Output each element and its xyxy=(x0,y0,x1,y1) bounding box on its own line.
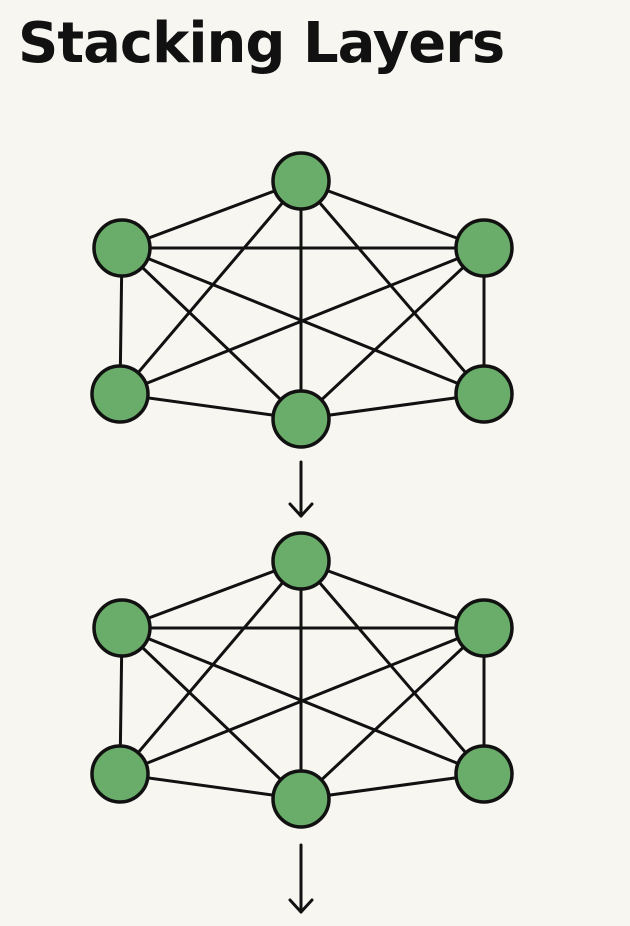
node-upper-right xyxy=(454,218,514,278)
page-title: Stacking Layers xyxy=(18,11,505,76)
down-arrow-1-head xyxy=(288,502,314,518)
edge-top-upper-right xyxy=(299,179,486,250)
node-lower-left xyxy=(90,364,150,424)
down-arrow-2 xyxy=(288,843,314,914)
down-arrow-2-head xyxy=(288,898,314,914)
node-lower-right xyxy=(454,744,514,804)
edge-top-lower-right xyxy=(299,179,486,396)
layer-2 xyxy=(90,531,514,829)
node-top xyxy=(271,531,331,591)
down-arrow-1 xyxy=(288,460,314,518)
edge-upper-right-lower-left xyxy=(118,246,486,396)
edge-top-lower-right xyxy=(299,559,486,776)
node-upper-left xyxy=(92,598,152,658)
edge-upper-left-bottom xyxy=(120,246,303,421)
edge-top-upper-right xyxy=(299,559,486,630)
node-bottom xyxy=(271,389,331,449)
edge-top-upper-left xyxy=(120,179,303,250)
node-upper-left xyxy=(92,218,152,278)
node-bottom xyxy=(271,769,331,829)
edge-top-upper-left xyxy=(120,559,303,630)
edge-lower-left-bottom xyxy=(118,392,303,421)
edge-lower-left-bottom xyxy=(118,772,303,801)
node-upper-right xyxy=(454,598,514,658)
edge-upper-right-bottom xyxy=(299,626,486,801)
edge-top-lower-left xyxy=(118,179,303,396)
edge-lower-right-bottom xyxy=(299,392,486,421)
edge-top-lower-left xyxy=(118,559,303,776)
node-lower-right xyxy=(454,364,514,424)
edge-upper-left-bottom xyxy=(120,626,303,801)
node-top xyxy=(271,151,331,211)
layer-1 xyxy=(90,151,514,449)
node-lower-left xyxy=(90,744,150,804)
edge-upper-right-bottom xyxy=(299,246,486,421)
edge-upper-right-lower-left xyxy=(118,626,486,776)
edge-lower-right-bottom xyxy=(299,772,486,801)
